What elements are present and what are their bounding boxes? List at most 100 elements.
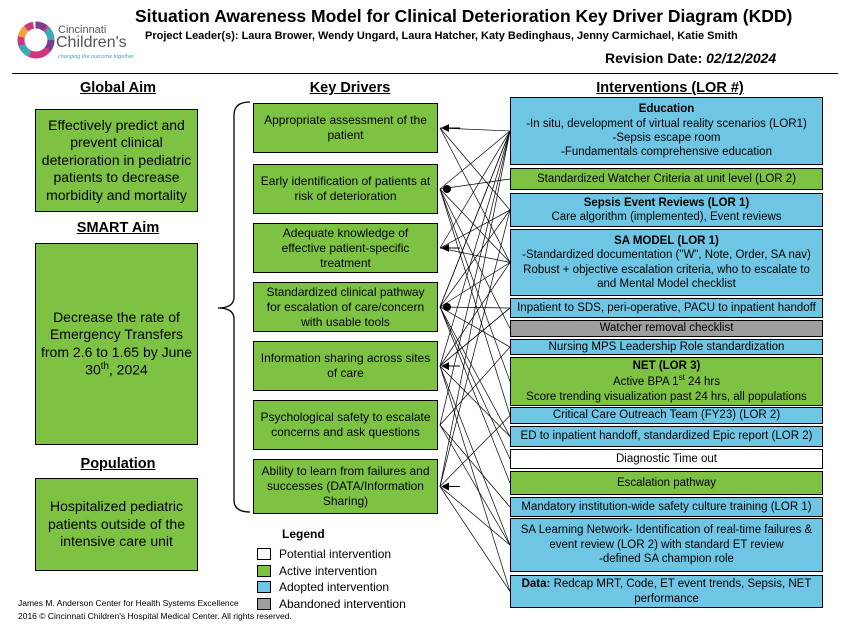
drivers-brace bbox=[217, 101, 251, 513]
population-box: Hospitalized pediatric patients outside … bbox=[35, 478, 198, 571]
population-heading: Population bbox=[80, 456, 156, 472]
page-title: Situation Awareness Model for Clinical D… bbox=[135, 6, 793, 26]
key-driver-text: Early identification of patients at risk… bbox=[260, 174, 431, 203]
key-driver-psychological-safety: Psychological safety to escalate concern… bbox=[253, 400, 438, 450]
junction-dot bbox=[443, 185, 451, 193]
project-leaders: Project Leader(s): Laura Brower, Wendy U… bbox=[145, 30, 738, 42]
footer-line2: 2016 © Cincinnati Children's Hospital Me… bbox=[18, 611, 292, 621]
key-driver-learn-from-failures: Ability to learn from failures and succe… bbox=[253, 459, 438, 514]
key-driver-early-identification: Early identification of patients at risk… bbox=[253, 164, 438, 214]
intervention-13: Mandatory institution-wide safety cultur… bbox=[510, 497, 823, 517]
intervention-1: Education-In situ, development of virtua… bbox=[510, 97, 823, 165]
legend-title: Legend bbox=[282, 527, 325, 541]
key-driver-text: Psychological safety to escalate concern… bbox=[260, 410, 431, 439]
legend-item: Abandoned intervention bbox=[257, 597, 406, 611]
key-driver-information-sharing: Information sharing across sites of care bbox=[253, 341, 438, 391]
intervention-line: Critical Care Outreach Team (FY23) (LOR … bbox=[552, 409, 781, 422]
intervention-line: -Sepsis escape room bbox=[612, 132, 721, 144]
intervention-line: -In situ, development of virtual reality… bbox=[526, 117, 807, 130]
connector-line bbox=[439, 130, 511, 190]
intervention-line: -Fundamentals comprehensive education bbox=[561, 146, 772, 159]
connector-line bbox=[439, 306, 511, 460]
intervention-line: Escalation pathway bbox=[616, 476, 717, 489]
connector-line bbox=[439, 365, 511, 546]
key-driver-knowledge: Adequate knowledge of effective patient-… bbox=[253, 223, 438, 273]
legend-item: Adopted intervention bbox=[257, 580, 389, 594]
revision-date: Revision Date: 02/12/2024 bbox=[605, 50, 776, 66]
revision-date-value: 02/12/2024 bbox=[706, 50, 777, 66]
connector-line bbox=[439, 188, 511, 416]
connector-line bbox=[439, 415, 511, 487]
connector-line bbox=[439, 130, 511, 367]
intervention-line: Diagnostic Time out bbox=[616, 452, 717, 465]
logo-line1: Cincinnati bbox=[58, 24, 107, 36]
legend-item: Active intervention bbox=[257, 564, 377, 578]
legend-item: Potential intervention bbox=[257, 547, 391, 561]
intervention-title: SA MODEL (LOR 1) bbox=[614, 234, 719, 247]
connector-line bbox=[439, 178, 511, 190]
intervention-line: -Standardized documentation ("W", Note, … bbox=[522, 249, 811, 262]
legend-swatch bbox=[257, 581, 271, 593]
intervention-5: Inpatient to SDS, peri-operative, PACU t… bbox=[510, 298, 823, 318]
intervention-line: Care algorithm (implemented), Event revi… bbox=[551, 211, 782, 223]
logo-line2: Children's bbox=[56, 34, 127, 51]
key-driver-text: Appropriate assessment of the patient bbox=[264, 113, 427, 142]
key-driver-clinical-pathway: Standardized clinical pathway for escala… bbox=[253, 282, 438, 332]
legend-swatch bbox=[257, 564, 271, 577]
intervention-7: Nursing MPS Leadership Role standardizat… bbox=[510, 339, 823, 355]
connector-line bbox=[439, 424, 511, 546]
global-aim-box: Effectively predict and prevent clinical… bbox=[35, 109, 198, 212]
connector-line bbox=[439, 188, 511, 263]
intervention-line: Inpatient to SDS, peri-operative, PACU t… bbox=[517, 301, 816, 314]
connector-line bbox=[439, 424, 511, 508]
connector-line bbox=[439, 486, 511, 546]
intervention-line: and Mental Model checklist bbox=[597, 277, 736, 290]
connector-line bbox=[439, 130, 511, 308]
intervention-line: Mandatory institution-wide safety cultur… bbox=[521, 500, 812, 513]
intervention-title: Data: bbox=[521, 578, 554, 591]
intervention-10: ED to inpatient handoff, standardized Ep… bbox=[510, 426, 823, 447]
connector-line bbox=[439, 188, 511, 382]
intervention-12: Escalation pathway bbox=[510, 471, 823, 495]
intervention-11: Diagnostic Time out bbox=[510, 449, 823, 469]
intervention-title: Education bbox=[638, 103, 695, 116]
intervention-6: Watcher removal checklist bbox=[510, 320, 823, 337]
legend-label: Abandoned intervention bbox=[279, 596, 406, 611]
interventions-heading: Interventions (LOR #) bbox=[596, 80, 744, 96]
connector-line bbox=[439, 346, 511, 426]
key-driver-text: Standardized clinical pathway for escala… bbox=[266, 284, 425, 329]
key-drivers-heading: Key Drivers bbox=[309, 80, 391, 96]
intervention-4: SA MODEL (LOR 1) -Standardized documentat… bbox=[510, 229, 823, 296]
connector-line bbox=[439, 188, 511, 329]
smart-aim-box: Decrease the rate of Emergency Transfers… bbox=[35, 243, 198, 445]
intervention-line: -defined SA champion role bbox=[599, 553, 734, 566]
smart-aim-text: Decrease the rate of Emergency Transfers… bbox=[41, 308, 192, 378]
intervention-2: Standardized Watcher Criteria at unit le… bbox=[510, 168, 823, 190]
connector-line bbox=[439, 247, 511, 263]
intervention-14: SA Learning Network- Identification of r… bbox=[510, 518, 823, 572]
intervention-line: event review (LOR 2) with standard ET re… bbox=[549, 538, 784, 551]
connector-line bbox=[439, 486, 511, 592]
connector-line bbox=[439, 130, 511, 249]
intervention-line: ED to inpatient handoff, standardized Ep… bbox=[520, 430, 813, 443]
connector-line bbox=[439, 307, 511, 367]
global-aim-heading: Global Aim bbox=[80, 80, 156, 96]
legend-label: Adopted intervention bbox=[279, 580, 390, 594]
intervention-line: Score trending visualization past 24 hrs… bbox=[526, 390, 807, 403]
logo-tagline: changing the outcome together bbox=[58, 54, 134, 60]
revision-label: Revision Date: bbox=[605, 50, 703, 66]
connector-line bbox=[439, 127, 511, 263]
intervention-line: Nursing MPS Leadership Role standardizat… bbox=[548, 340, 785, 353]
cincinnati-childrens-logo: Cincinnati Children's changing the outco… bbox=[16, 18, 134, 64]
connector-line bbox=[439, 365, 511, 592]
connector-line bbox=[439, 130, 511, 426]
global-aim-text: Effectively predict and prevent clinical… bbox=[41, 116, 192, 203]
logo-mark-icon bbox=[17, 21, 55, 59]
intervention-line: Standardized Watcher Criteria at unit le… bbox=[536, 172, 797, 185]
key-driver-text: Adequate knowledge of effective patient-… bbox=[281, 225, 410, 270]
key-driver-text: Ability to learn from failures and succe… bbox=[261, 464, 430, 508]
intervention-line: Watcher removal checklist bbox=[599, 322, 734, 335]
intervention-9: Critical Care Outreach Team (FY23) (LOR … bbox=[510, 407, 823, 424]
